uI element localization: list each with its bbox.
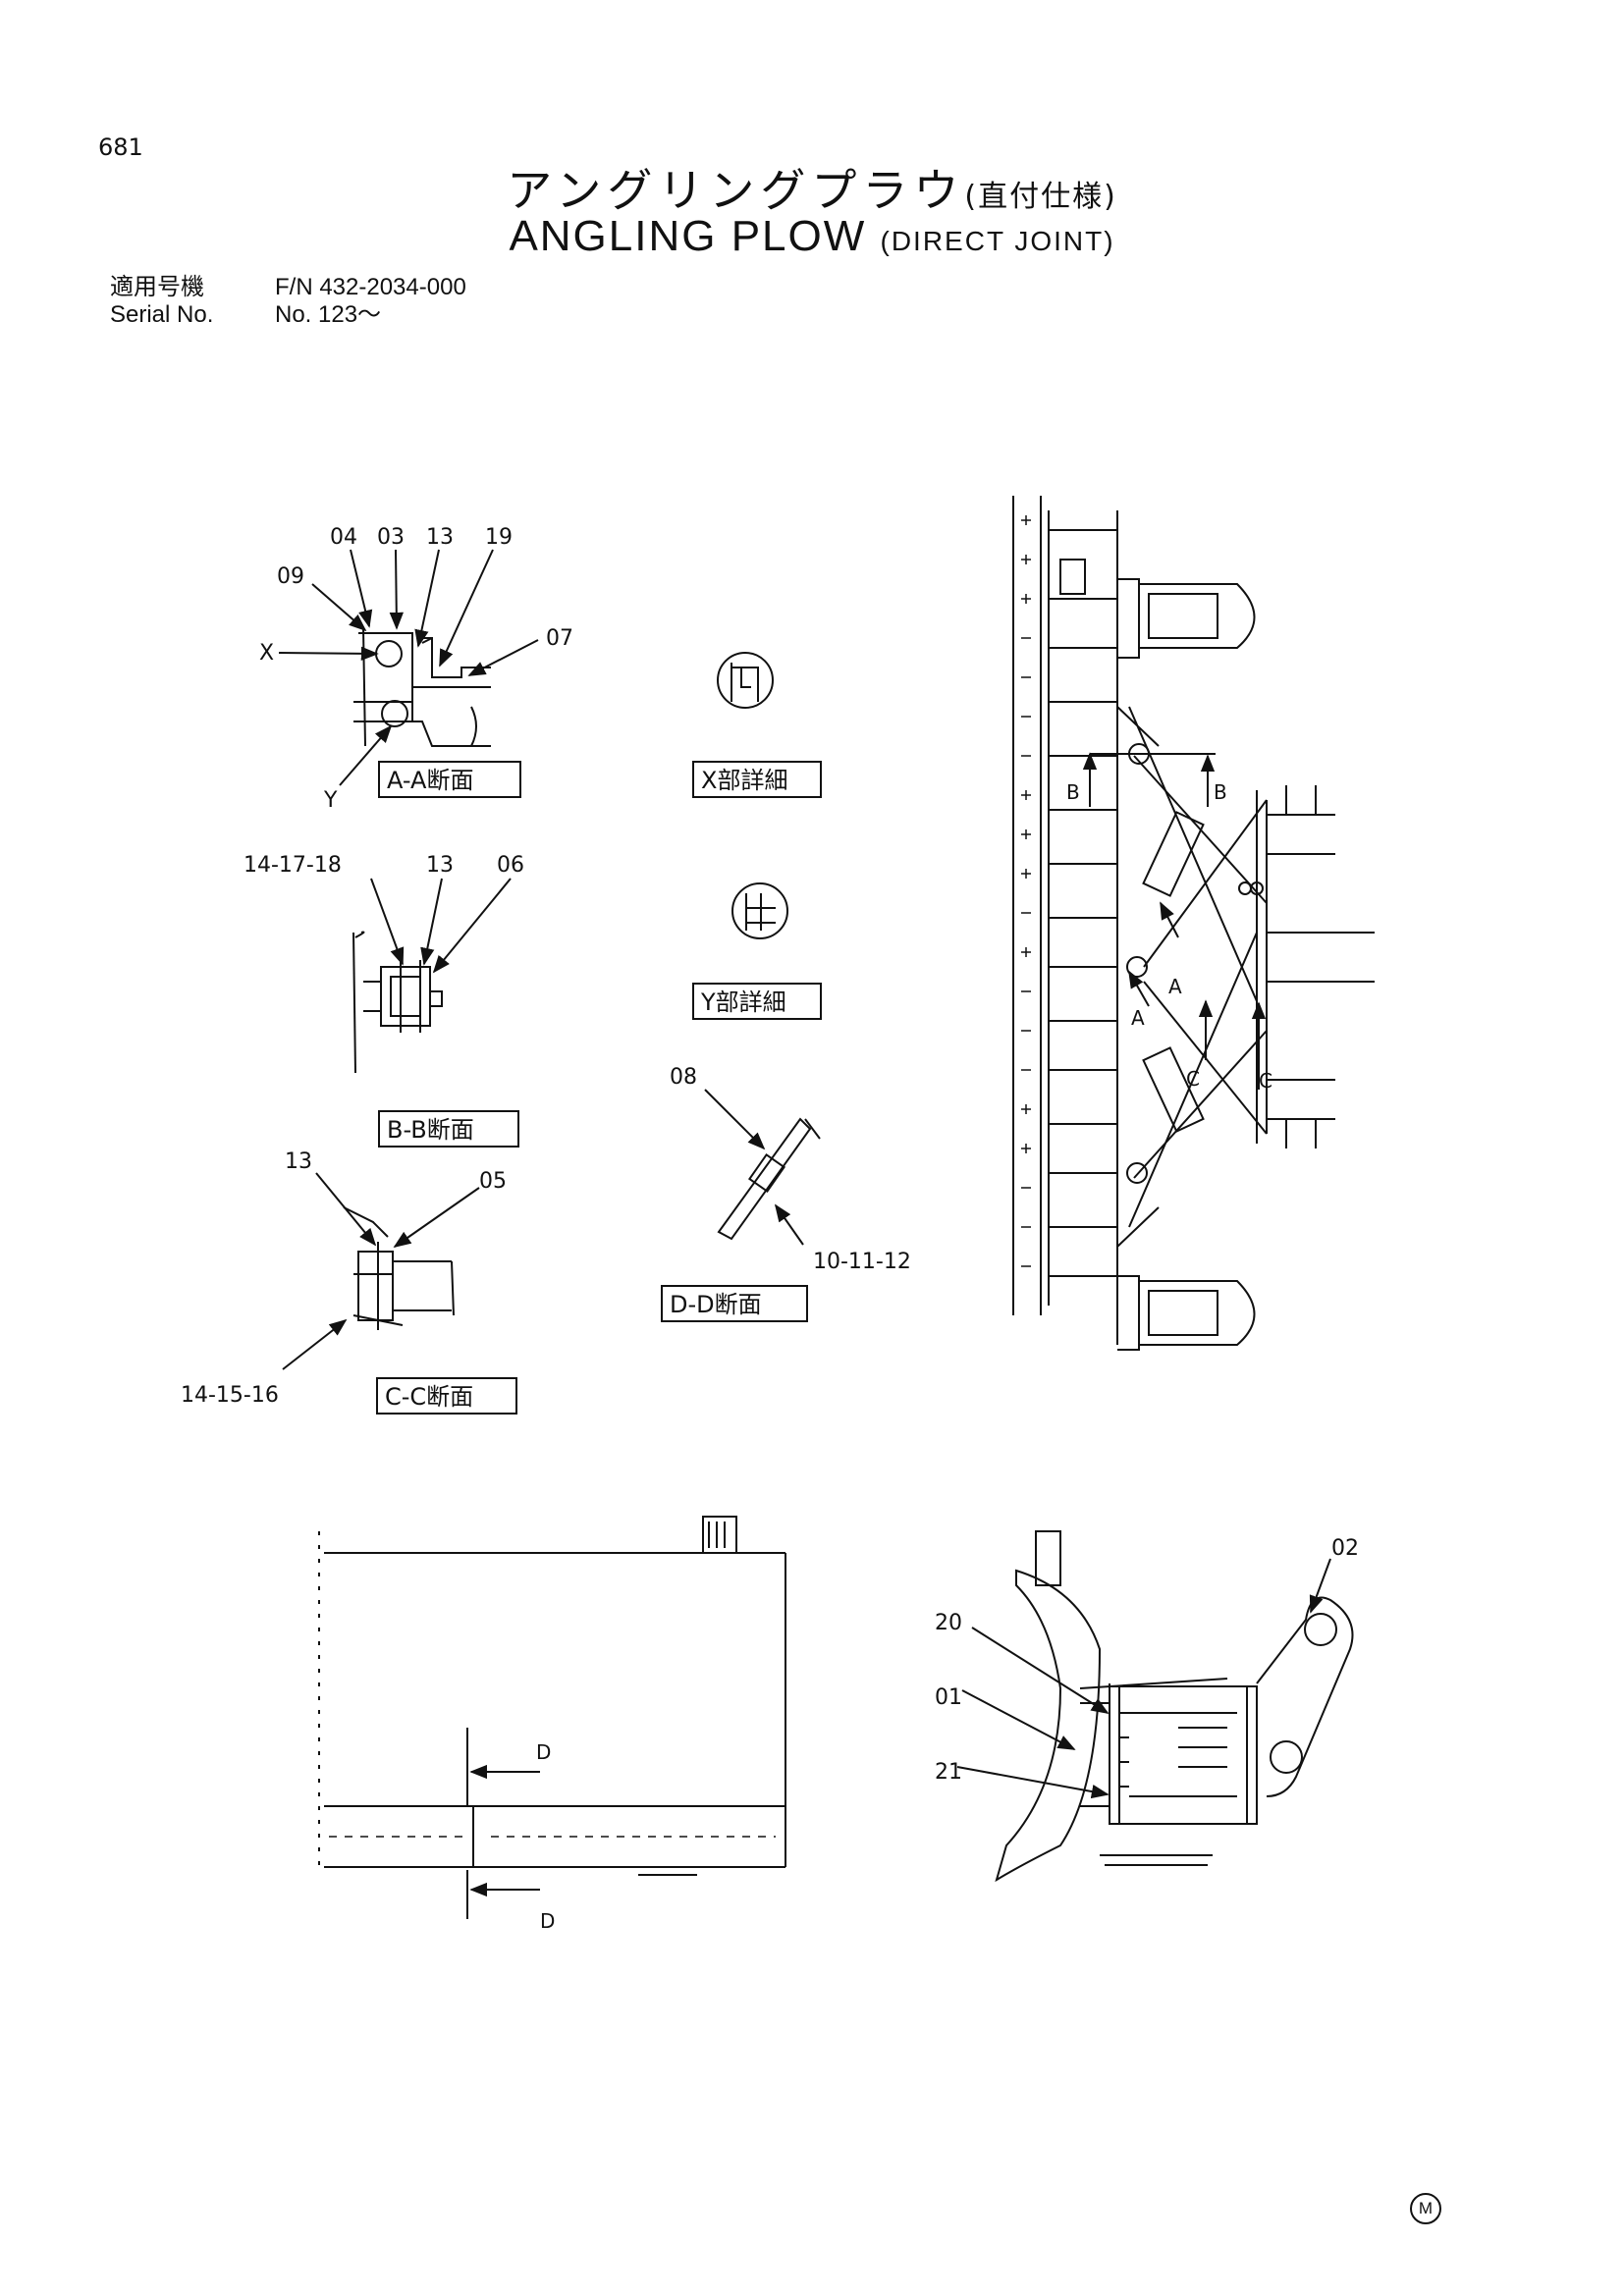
plow-side-view — [995, 1530, 1354, 1883]
applicable-model-value: F/N 432-2034-000 — [275, 274, 466, 300]
section-label-cc: C-C断面 — [385, 1383, 473, 1411]
callout-10-11-12: 10-11-12 — [813, 1250, 911, 1274]
section-label-aa: A-A断面 — [387, 767, 473, 794]
serial-number-row: Serial No. No. 123～ — [110, 294, 381, 329]
callout-13-bb: 13 — [426, 853, 454, 878]
applicable-model-label: 適用号機 — [110, 274, 204, 300]
section-aa-drawing — [353, 627, 491, 747]
callout-09: 09 — [277, 564, 304, 589]
view-mark-d-top: D — [536, 1740, 551, 1764]
title-english: ANGLING PLOW (DIRECT JOINT) — [0, 212, 1624, 261]
title-english-main: ANGLING PLOW — [509, 212, 867, 260]
callout-04: 04 — [330, 525, 357, 550]
section-cc-drawing — [343, 1206, 455, 1330]
callout-08: 08 — [670, 1065, 697, 1090]
section-bb-drawing — [352, 931, 443, 1074]
view-mark-a-upper: A — [1168, 975, 1182, 998]
callout-02: 02 — [1331, 1536, 1359, 1561]
callout-19: 19 — [485, 525, 513, 550]
callout-03: 03 — [377, 525, 405, 550]
footer-circled-mark: M — [1410, 2193, 1441, 2224]
serial-number-value: No. 123～ — [275, 301, 382, 328]
callout-13-aa: 13 — [426, 525, 454, 550]
callout-07: 07 — [546, 626, 573, 651]
section-label-x-detail: X部詳細 — [701, 767, 787, 794]
title-japanese: アングリングプラウ(直付仕様) — [0, 155, 1624, 220]
callout-20: 20 — [935, 1611, 962, 1635]
section-label-y-detail: Y部詳細 — [700, 988, 786, 1016]
callout-y: Y — [323, 788, 338, 813]
view-mark-b-left: B — [1066, 780, 1080, 804]
view-mark-d-bottom: D — [540, 1909, 555, 1933]
view-mark-c-right: C — [1259, 1069, 1272, 1093]
callout-14-15-16: 14-15-16 — [181, 1383, 279, 1408]
view-mark-c-left: C — [1186, 1067, 1200, 1091]
view-mark-a-lower: A — [1131, 1006, 1145, 1030]
callout-06: 06 — [497, 853, 524, 878]
section-label-dd: D-D断面 — [670, 1291, 762, 1318]
plow-front-view — [318, 1516, 786, 1876]
serial-number-label: Serial No. — [110, 301, 214, 328]
section-dd-drawing — [717, 1117, 821, 1241]
title-japanese-main: アングリングプラウ — [507, 164, 965, 217]
callout-x: X — [259, 641, 274, 666]
title-english-sub: (DIRECT JOINT) — [880, 226, 1115, 256]
x-detail-drawing — [717, 652, 774, 709]
title-japanese-sub: (直付仕様) — [964, 180, 1117, 214]
callout-13-cc: 13 — [285, 1149, 312, 1174]
plow-top-view — [1012, 496, 1375, 1351]
callout-01: 01 — [935, 1685, 962, 1710]
page-number: 681 — [98, 133, 143, 161]
callout-05: 05 — [479, 1169, 507, 1194]
section-label-bb: B-B断面 — [387, 1116, 474, 1144]
callout-21: 21 — [935, 1760, 962, 1785]
callout-14-17-18: 14-17-18 — [244, 853, 342, 878]
applicable-model-row: 適用号機 F/N 432-2034-000 — [110, 267, 466, 301]
view-mark-b-right: B — [1214, 780, 1227, 804]
rail-ticks — [1021, 515, 1031, 1267]
y-detail-drawing — [731, 882, 788, 939]
